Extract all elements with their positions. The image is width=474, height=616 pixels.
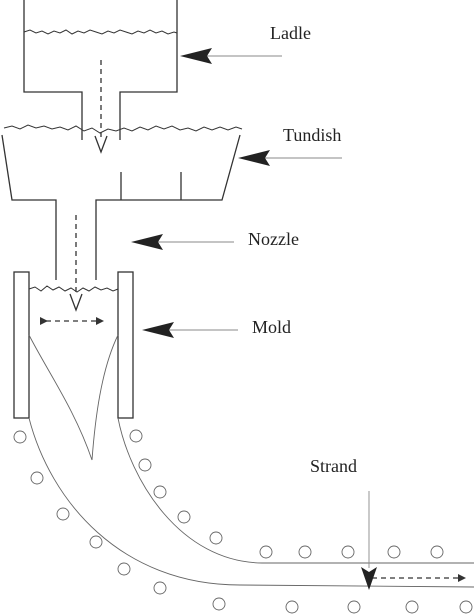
support-roll [430, 545, 444, 559]
strand-pointer-arrowhead [361, 567, 377, 590]
ladle-label: Ladle [270, 23, 311, 43]
mold-melt-surface [28, 285, 119, 293]
nozzle-pour-arrowhead [69, 293, 83, 312]
mold-pointer-arrowhead [142, 322, 174, 338]
ladle-body [23, 0, 178, 140]
solidifying-shell [28, 334, 119, 461]
ladle-pour-arrowhead [94, 135, 108, 154]
support-roll [285, 600, 299, 614]
support-roll [117, 562, 131, 576]
mold-wall-right [117, 271, 134, 419]
tundish [1, 124, 243, 312]
nozzle-label: Nozzle [248, 229, 299, 249]
support-roll [209, 531, 223, 545]
support-roll [298, 545, 312, 559]
support-roll [341, 545, 355, 559]
mold-wall-left [13, 271, 30, 419]
support-rolls [13, 429, 473, 614]
callout-ladle: Ladle [180, 23, 311, 64]
support-roll [405, 600, 419, 614]
tundish-melt-surface [3, 124, 243, 134]
nozzle-pointer-arrowhead [131, 234, 163, 250]
callout-mold: Mold [142, 317, 291, 338]
strand [13, 417, 474, 614]
support-roll [138, 458, 152, 472]
support-roll [387, 545, 401, 559]
mold [13, 271, 134, 461]
ladle [23, 0, 178, 154]
callout-nozzle: Nozzle [131, 229, 299, 250]
callout-strand: Strand [310, 456, 377, 590]
support-roll [30, 471, 44, 485]
callout-tundish: Tundish [238, 125, 342, 166]
strand-outer-surface [28, 417, 474, 588]
support-roll [129, 429, 143, 443]
support-roll [89, 535, 103, 549]
support-roll [459, 600, 473, 614]
support-roll [259, 545, 273, 559]
tundish-pointer-arrowhead [238, 150, 270, 166]
support-roll [153, 581, 167, 595]
support-roll [177, 510, 191, 524]
tundish-label: Tundish [283, 125, 341, 145]
support-roll [56, 507, 70, 521]
ladle-pointer-arrowhead [180, 48, 212, 64]
support-roll [347, 600, 361, 614]
support-roll [13, 430, 27, 444]
support-roll [212, 597, 226, 611]
strand-label: Strand [310, 456, 357, 476]
support-roll [153, 485, 167, 499]
ladle-melt-surface [23, 29, 178, 35]
strand-inner-surface [117, 417, 474, 564]
mold-label: Mold [252, 317, 291, 337]
tundish-body [1, 134, 241, 280]
